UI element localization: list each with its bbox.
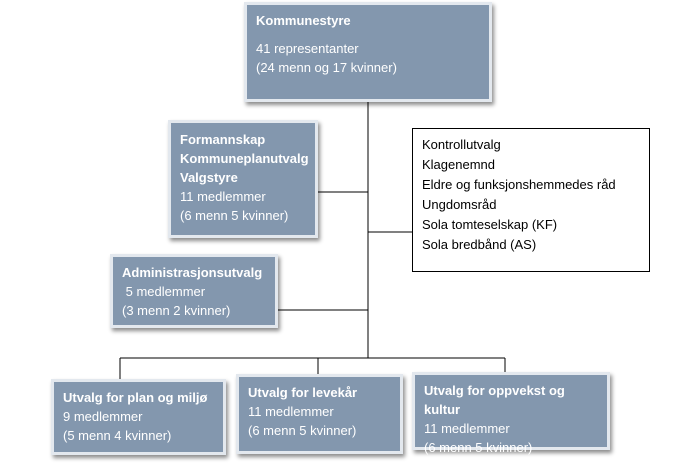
formannskap-box: Formannskap Kommuneplanutvalg Valgstyre … (168, 120, 318, 238)
levekar-box: Utvalg for levekår 11 medlemmer (6 menn … (236, 374, 403, 454)
committee-item: Sola tomteselskap (KF) (422, 217, 558, 232)
admin-members: 5 medlemmer (122, 284, 206, 299)
oppvekst-gender: (6 menn 5 kvinner) (424, 440, 533, 455)
admin-gender: (3 menn 2 kvinner) (122, 303, 231, 318)
committee-item: Ungdomsråd (422, 197, 497, 212)
council-gender: (24 menn og 17 kvinner) (256, 60, 397, 75)
admin-box: Administrasjonsutvalg 5 medlemmer (3 men… (110, 254, 278, 328)
committee-item: Kontrollutvalg (422, 137, 501, 152)
plan-box: Utvalg for plan og miljø 9 medlemmer (5 … (51, 379, 226, 455)
committee-item: Sola bredbånd (AS) (422, 237, 537, 252)
oppvekst-title: Utvalg for oppvekst og kultur (424, 383, 565, 417)
formannskap-title: Formannskap (180, 132, 266, 147)
plan-title: Utvalg for plan og miljø (63, 390, 208, 405)
oppvekst-members: 11 medlemmer (424, 421, 510, 436)
oppvekst-box: Utvalg for oppvekst og kultur 11 medlemm… (412, 372, 610, 455)
valgstyre-title: Valgstyre (180, 170, 238, 185)
levekar-members: 11 medlemmer (248, 404, 334, 419)
admin-title: Administrasjonsutvalg (122, 265, 263, 280)
council-members: 41 representanter (256, 41, 359, 56)
formannskap-gender: (6 menn 5 kvinner) (180, 208, 289, 223)
levekar-gender: (6 menn 5 kvinner) (248, 423, 357, 438)
council-box: Kommunestyre 41 representanter (24 menn … (244, 2, 492, 102)
plan-members: 9 medlemmer (63, 409, 143, 424)
committee-item: Klagenemnd (422, 157, 495, 172)
plan-gender: (5 menn 4 kvinner) (63, 428, 172, 443)
kommuneplanutvalg-title: Kommuneplanutvalg (180, 151, 309, 166)
committees-box: Kontrollutvalg Klagenemnd Eldre og funks… (412, 128, 650, 272)
levekar-title: Utvalg for levekår (248, 385, 358, 400)
council-title: Kommunestyre (256, 13, 351, 28)
committee-item: Eldre og funksjonshemmedes råd (422, 177, 616, 192)
formannskap-members: 11 medlemmer (180, 189, 266, 204)
